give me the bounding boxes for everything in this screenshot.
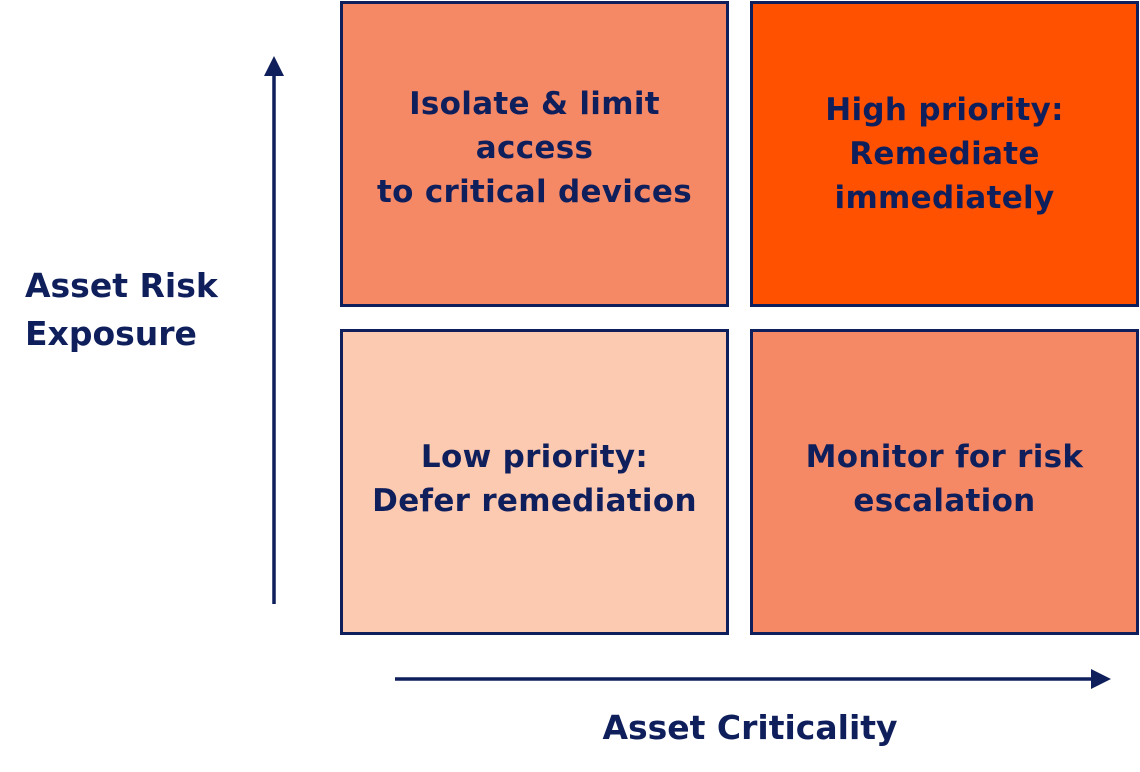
quadrant-label: Isolate & limit access to critical devic… — [377, 86, 692, 210]
quadrant-label: High priority: Remediate immediately — [825, 92, 1064, 216]
quadrant-high-priority: High priority: Remediate immediately — [750, 1, 1139, 307]
quadrant-monitor-risk: Monitor for risk escalation — [750, 329, 1139, 635]
quadrant-label: Monitor for risk escalation — [805, 438, 1084, 519]
quadrant-isolate-limit-access: Isolate & limit access to critical devic… — [340, 1, 729, 307]
x-axis-label: Asset Criticality — [602, 708, 898, 747]
y-axis-arrow-icon — [264, 56, 284, 604]
quadrant-low-priority: Low priority: Defer remediation — [340, 329, 729, 635]
x-axis-arrow-icon — [395, 669, 1111, 689]
y-axis-label: Asset Risk Exposure — [25, 266, 218, 353]
quadrant-label: Low priority: Defer remediation — [372, 438, 697, 519]
